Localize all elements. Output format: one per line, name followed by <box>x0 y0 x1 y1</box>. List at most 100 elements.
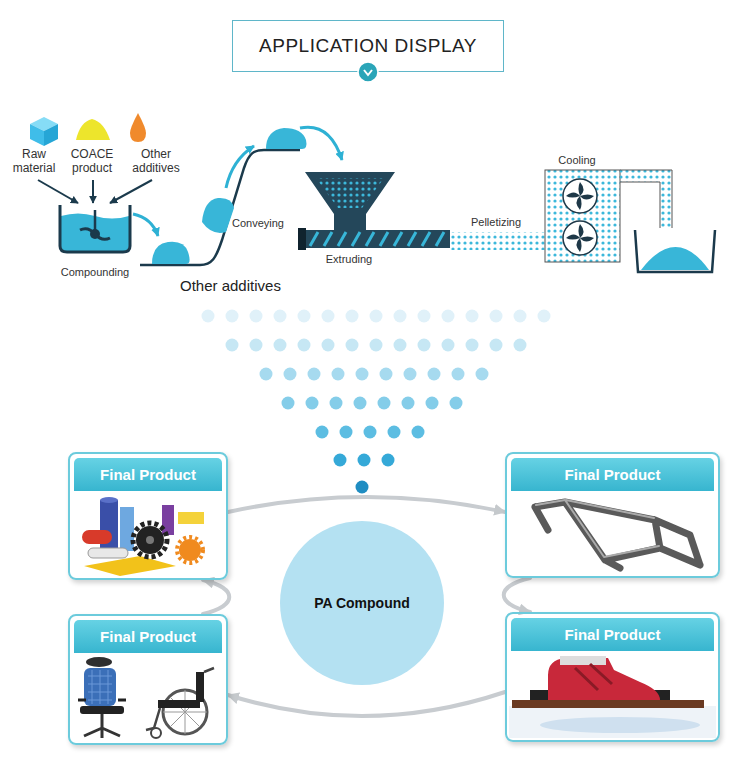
gear-teeth <box>177 537 203 563</box>
box-heading: Final Product <box>511 458 714 491</box>
material-blob <box>202 198 234 233</box>
product-box: Final Product <box>68 452 228 580</box>
label-slot: Extruding <box>314 253 384 266</box>
cooling-box <box>545 170 620 262</box>
fan-blades <box>566 182 594 210</box>
coace-powder <box>76 119 110 140</box>
funnel-row <box>220 338 532 352</box>
process-label: COACE product <box>64 147 120 176</box>
funnel-row <box>276 396 468 410</box>
pellet-channel <box>620 170 672 182</box>
fan-ring <box>563 221 597 255</box>
product-box: Final Product <box>505 612 720 742</box>
badge-circle <box>358 62 378 82</box>
mixer-blade <box>80 229 110 240</box>
red-roller <box>82 530 112 544</box>
process-label: Pelletizing <box>458 216 534 229</box>
raw-material-cube <box>30 117 58 146</box>
product-box: Final Product <box>505 452 720 578</box>
yellow-block <box>178 512 204 524</box>
funnel-row <box>196 309 556 323</box>
barrel <box>298 230 450 248</box>
fan-ring <box>563 179 597 213</box>
armrests <box>78 699 126 702</box>
lightblue-rod <box>120 507 134 551</box>
cooling-fan <box>563 179 597 213</box>
label-slot: Compounding <box>50 266 140 279</box>
chevron-badge <box>356 60 380 84</box>
material-blob <box>152 242 190 264</box>
wheelchair-back <box>196 672 204 702</box>
cube-left <box>30 124 44 146</box>
purple-block <box>162 505 174 535</box>
feed-arrow <box>110 180 152 203</box>
process-label: Extruding <box>314 253 384 266</box>
front-wheel <box>151 728 161 738</box>
cooling-fan <box>563 221 597 255</box>
pellet-channel <box>660 182 672 228</box>
snow <box>509 706 716 738</box>
screw-flights <box>310 232 444 246</box>
cycle-arrow <box>203 580 229 614</box>
label-slot: Other additives <box>180 277 340 295</box>
black-gear <box>136 526 164 554</box>
cycle-arrow <box>228 692 505 716</box>
collection-bin <box>635 230 715 272</box>
box-heading: Final Product <box>74 458 222 491</box>
product-box: Final Product <box>68 614 228 745</box>
frame-photo <box>535 500 700 568</box>
white-roller <box>88 548 128 558</box>
gear-teeth <box>133 523 167 557</box>
tank-wall <box>60 205 130 252</box>
flow-arrow <box>133 214 158 236</box>
mixer-shaft <box>94 210 97 232</box>
circle-fill <box>280 521 444 685</box>
cube-right <box>44 124 58 146</box>
process-label: Conveying <box>232 217 298 230</box>
fan-blades <box>566 224 594 252</box>
label-slot: Pelletizing <box>458 216 534 229</box>
process-label: Other additives <box>180 277 340 295</box>
mesh-grid <box>88 670 112 704</box>
chair-seat <box>80 706 124 714</box>
funnel-row <box>328 453 400 467</box>
plastic-parts-photo <box>82 497 204 576</box>
process-label: Other additives <box>124 147 188 176</box>
compound-name: PA Compound <box>314 595 410 611</box>
funnel-row <box>254 367 494 381</box>
ski-binding-photo <box>509 656 716 738</box>
process-label: Compounding <box>50 266 140 279</box>
mesh-back <box>84 668 116 706</box>
process-label: Raw material <box>4 147 64 176</box>
feed-arrow <box>92 180 94 203</box>
boot-cuff <box>560 656 606 665</box>
compounding-tank <box>60 205 130 252</box>
frame-tubes <box>535 502 700 568</box>
ski-board <box>512 700 704 708</box>
channel-wall <box>620 170 672 228</box>
flow-arrow <box>300 127 342 160</box>
box-heading: Final Product <box>511 618 714 651</box>
label-slot: Conveying <box>232 217 298 230</box>
orange-gear <box>179 539 201 561</box>
additive-drop <box>130 113 146 142</box>
process-label: Cooling <box>546 154 608 167</box>
label-slot: Raw material <box>4 147 64 176</box>
funnel-dot <box>356 481 369 494</box>
barrel-end <box>298 228 306 250</box>
label-slot: COACE product <box>64 147 120 176</box>
chairs-photo <box>78 657 214 738</box>
cylinder-top <box>100 497 118 503</box>
label-slot: Cooling <box>546 154 608 167</box>
chair-base <box>84 714 120 738</box>
yellow-plate <box>84 556 176 576</box>
cycle-arrow <box>228 497 505 512</box>
cycle-arrow <box>504 578 530 612</box>
box-heading: Final Product <box>74 620 222 653</box>
flow-arrow <box>226 146 254 188</box>
extruder <box>298 172 450 250</box>
frame-highlight <box>536 500 659 557</box>
headrest <box>86 657 112 667</box>
pellet-stream <box>450 232 545 250</box>
